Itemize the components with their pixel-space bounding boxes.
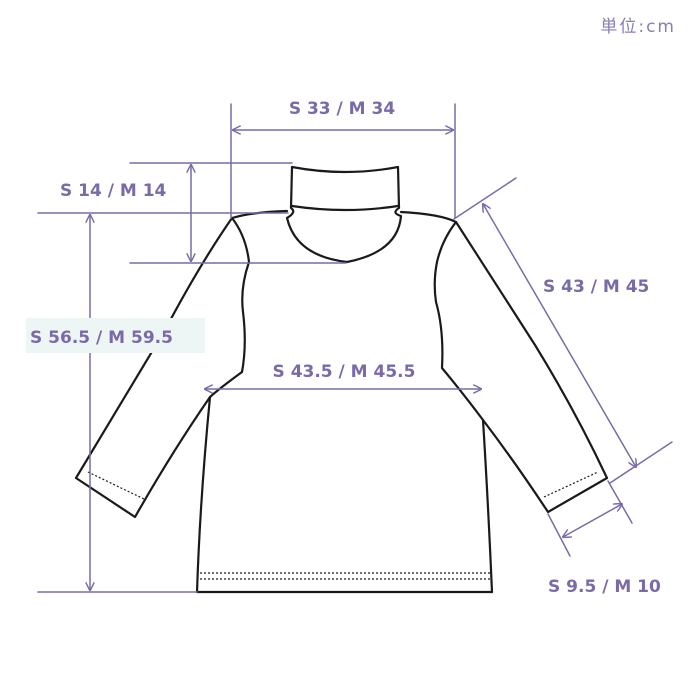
right-sleeve-outline bbox=[399, 210, 609, 514]
left-sleeve-outline bbox=[74, 209, 289, 519]
sleeve-length-arrow bbox=[483, 204, 636, 467]
dimension-lines bbox=[37, 103, 673, 593]
left-body-side bbox=[195, 216, 251, 594]
neck-height-label: S 14 / M 14 bbox=[60, 181, 167, 201]
sleeve-length-label: S 43 / M 45 bbox=[543, 277, 649, 297]
collar-fold bbox=[290, 204, 400, 212]
cuff-extension-right bbox=[607, 480, 633, 524]
chest-width-label: S 43.5 / M 45.5 bbox=[273, 362, 416, 382]
sleeve-extension-bottom bbox=[609, 441, 673, 484]
cuff-width-arrow bbox=[563, 504, 622, 537]
body-length-label: S 56.5 / M 59.5 bbox=[30, 328, 173, 348]
unit-label: 単位:cm bbox=[600, 17, 676, 37]
collar-outline bbox=[285, 165, 403, 264]
cuff-width-label: S 9.5 / M 10 bbox=[548, 577, 661, 597]
right-body-side bbox=[433, 220, 494, 594]
right-cuff-stitch bbox=[543, 471, 599, 498]
sleeve-extension-top bbox=[453, 177, 517, 220]
left-cuff-stitch bbox=[87, 471, 147, 501]
cuff-extension-left bbox=[547, 513, 571, 557]
shoulder-width-label: S 33 / M 34 bbox=[289, 99, 396, 119]
body-length-label-highlight bbox=[26, 318, 205, 353]
